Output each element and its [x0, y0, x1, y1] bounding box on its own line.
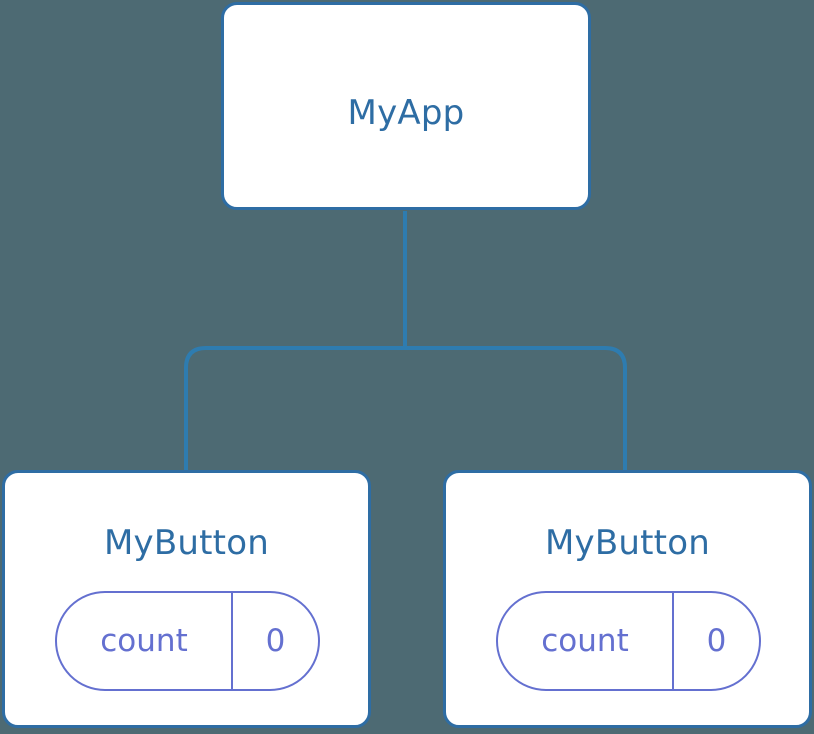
state-value[interactable]: 0: [231, 593, 318, 689]
node-title: MyButton: [104, 523, 269, 563]
state-key: count: [541, 622, 629, 659]
state-pill-count[interactable]: count 0: [496, 591, 761, 691]
edge-root-to-children: [184, 211, 627, 470]
node-mybutton-1[interactable]: MyButton count 0: [2, 470, 371, 728]
state-pill-count[interactable]: count 0: [55, 591, 320, 691]
node-title: MyApp: [347, 93, 465, 133]
state-key: count: [100, 622, 188, 659]
node-mybutton-2[interactable]: MyButton count 0: [443, 470, 812, 728]
node-title: MyButton: [545, 523, 710, 563]
state-value[interactable]: 0: [672, 593, 759, 689]
node-myapp[interactable]: MyApp: [221, 2, 591, 210]
